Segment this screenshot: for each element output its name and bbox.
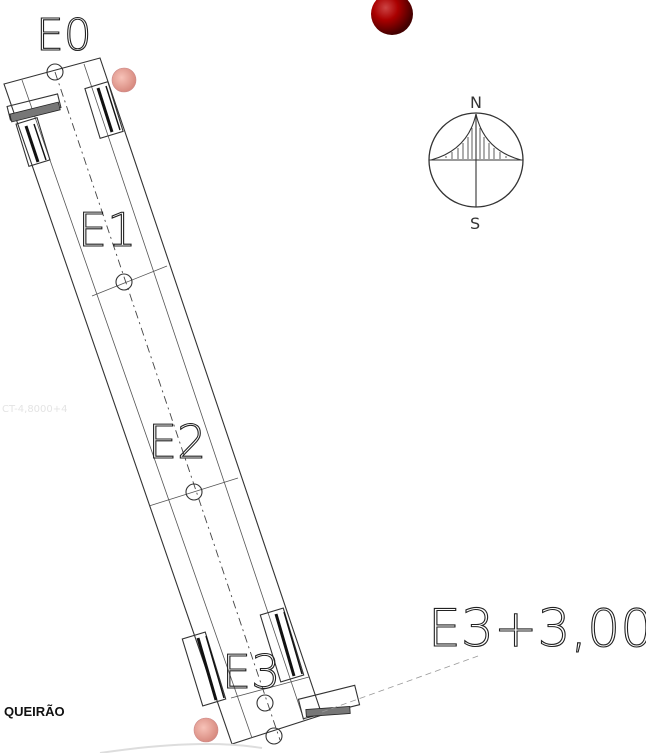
station-label-e3: E3 <box>222 645 280 699</box>
faint-arc <box>99 743 263 753</box>
culvert-outline <box>3 57 323 745</box>
station-marker-e0 <box>46 63 64 81</box>
north-arrow-head <box>430 113 522 161</box>
section-line-e1 <box>91 265 168 297</box>
headwall-top-right <box>84 67 137 140</box>
faint-coordinate-label: CT-4,8000+4 <box>2 404 68 415</box>
station-label-e2: E2 <box>148 415 206 469</box>
station-label-e0: E0 <box>36 10 92 61</box>
station-label-e3-end: E3+3,00 <box>428 599 646 659</box>
red-sphere-marker <box>371 0 413 35</box>
compass-north-label: N <box>470 93 482 112</box>
leader-line-e3-end <box>321 655 479 713</box>
station-label-e1: E1 <box>78 203 136 257</box>
station-marker-end <box>265 727 283 745</box>
station-marker-e2 <box>185 483 203 501</box>
culvert-plan <box>3 57 361 745</box>
center-axis <box>54 71 281 741</box>
section-line-e3 <box>230 676 310 699</box>
station-marker-e3 <box>256 694 274 712</box>
north-arrow: N S <box>428 93 524 233</box>
inner-wall-right <box>83 63 305 721</box>
headwall-bottom-right <box>259 607 361 720</box>
section-line-e2 <box>148 477 239 507</box>
inner-wall-left <box>21 79 253 739</box>
station-marker-e1 <box>115 273 133 291</box>
headwall-bottom-left <box>181 631 227 743</box>
compass-south-label: S <box>470 214 480 233</box>
headwall-top-left <box>6 93 62 167</box>
bottom-left-label: QUEIRÃO <box>4 704 65 719</box>
